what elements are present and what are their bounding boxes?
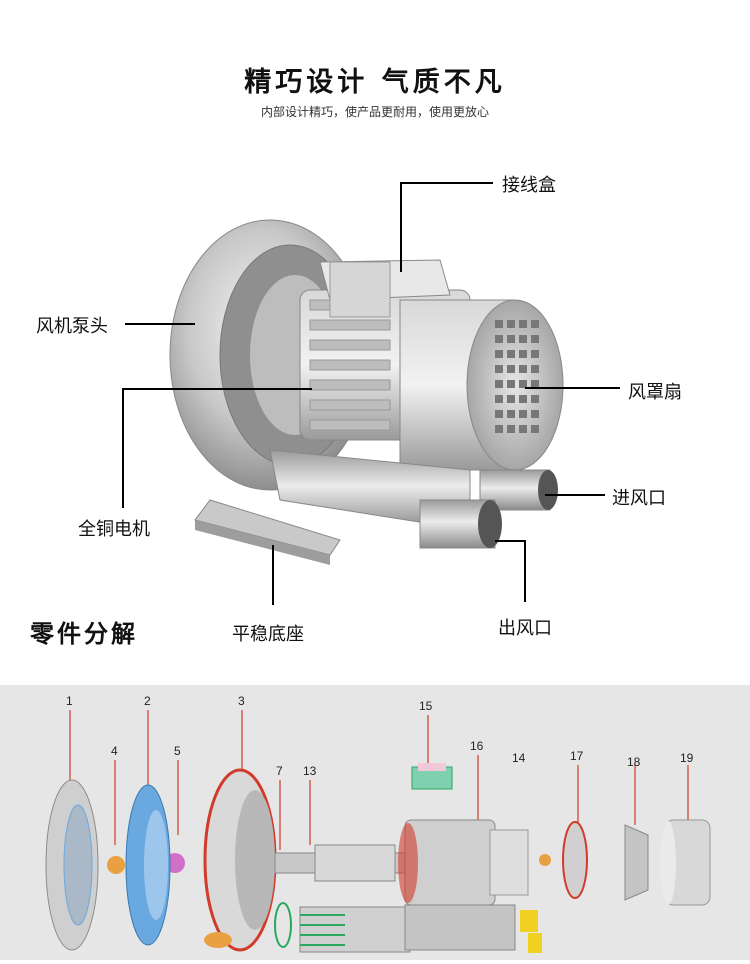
copper-motor-leader-v — [122, 388, 124, 508]
callout-inlet: 进风口 — [612, 488, 666, 509]
base-leader — [272, 545, 274, 605]
callout-copper-motor: 全铜电机 — [78, 519, 150, 540]
copper-motor-leader-h — [122, 388, 312, 390]
part-number-7: 7 — [276, 764, 283, 778]
part-number-19: 19 — [680, 751, 694, 765]
part-number-1: 1 — [66, 694, 73, 708]
callout-junction-box: 接线盒 — [502, 175, 556, 196]
junction-box-leader-v — [400, 182, 402, 272]
blower-illustration — [169, 219, 564, 565]
part-number-5: 5 — [174, 744, 181, 758]
inlet-leader — [545, 494, 605, 496]
callout-fan-cover: 风罩扇 — [628, 382, 682, 403]
callout-pump-head: 风机泵头 — [36, 316, 108, 337]
outlet-leader-h — [495, 540, 525, 542]
page-title: 精巧设计 气质不凡 — [244, 67, 506, 98]
section-title-exploded: 零件分解 — [30, 620, 138, 648]
part-number-17: 17 — [570, 749, 584, 763]
part-number-16: 16 — [470, 739, 484, 753]
part-number-18: 18 — [627, 755, 641, 769]
junction-box-leader-h — [400, 182, 493, 184]
part-number-2: 2 — [144, 694, 151, 708]
part-number-3: 3 — [238, 694, 245, 708]
callout-outlet: 出风口 — [498, 618, 552, 639]
callout-base: 平稳底座 — [232, 624, 304, 645]
part-number-15: 15 — [419, 699, 433, 713]
part-number-4: 4 — [111, 744, 118, 758]
fan-cover-leader — [525, 387, 620, 389]
part-number-14: 14 — [512, 751, 526, 765]
part-number-13: 13 — [303, 764, 317, 778]
exploded-view-illustration — [45, 710, 711, 953]
exploded-view-panel: 1 2 3 4 5 7 13 15 16 14 17 18 19 — [0, 685, 750, 960]
pump-head-leader — [125, 323, 195, 325]
outlet-leader-v — [524, 540, 526, 602]
page-subtitle: 内部设计精巧，使产品更耐用，使用更放心 — [260, 105, 489, 119]
